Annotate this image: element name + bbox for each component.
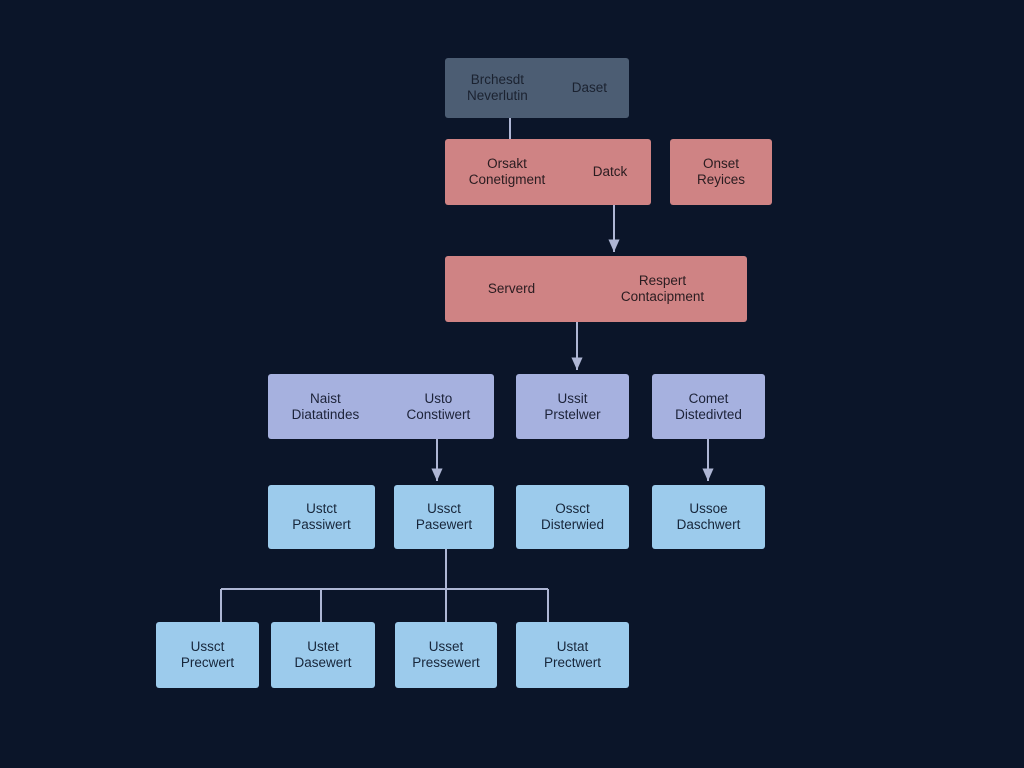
node-servered-label-1: Serverd [487,281,536,296]
node-prectwert-label: Ustat Prectwert [543,639,601,670]
node-daschwert[interactable]: Ussoe Daschwert [652,485,765,549]
node-disterwied[interactable]: Ossct Disterwied [516,485,629,549]
node-prectwert[interactable]: Ustat Prectwert [516,622,629,688]
node-prstelwer[interactable]: Ussit Prstelwer [516,374,629,439]
node-daschwert-label: Ussoe Daschwert [676,501,741,532]
node-replices[interactable]: Onset Reyices [670,139,772,205]
node-dasewert[interactable]: Ustet Dasewert [271,622,375,688]
node-pressewert-label: Usset Pressewert [412,639,480,670]
node-consignment-label-2: Datck [592,164,628,179]
node-prstelwer-label: Ussit Prstelwer [544,390,601,422]
node-pasewert[interactable]: Ussct Pasewert [394,485,494,549]
node-servered[interactable]: Serverd Respert Contacipment [445,256,747,322]
node-disterwied-label: Ossct Disterwied [540,501,605,532]
node-distedivted[interactable]: Comet Distedivted [652,374,765,439]
node-datatindes-label-1: Naist Diatatindes [291,390,360,422]
node-root-label-2: Daset [571,80,608,95]
node-consignment-label-1: Orsakt Conetigment [468,156,546,187]
node-passiwert[interactable]: Ustct Passiwert [268,485,375,549]
node-root-label-1: Brchesdt Neverlutin [466,72,528,103]
node-consignment[interactable]: Orsakt Conetigment Datck [445,139,651,205]
node-servered-label-2: Respert Contacipment [620,273,705,304]
node-dasewert-label: Ustet Dasewert [294,639,352,670]
node-pressewert[interactable]: Usset Pressewert [395,622,497,688]
node-passiwert-label: Ustct Passiwert [292,501,351,532]
node-distedivted-label: Comet Distedivted [675,390,742,422]
node-root[interactable]: Brchesdt Neverlutin Daset [445,58,629,118]
node-precwert-label: Ussct Precwert [180,639,235,670]
node-precwert[interactable]: Ussct Precwert [156,622,259,688]
node-datatindes[interactable]: Naist Diatatindes Usto Constiwert [268,374,494,439]
node-pasewert-label: Ussct Pasewert [415,501,473,532]
node-datatindes-label-2: Usto Constiwert [406,390,471,422]
node-replices-label: Onset Reyices [696,156,745,187]
